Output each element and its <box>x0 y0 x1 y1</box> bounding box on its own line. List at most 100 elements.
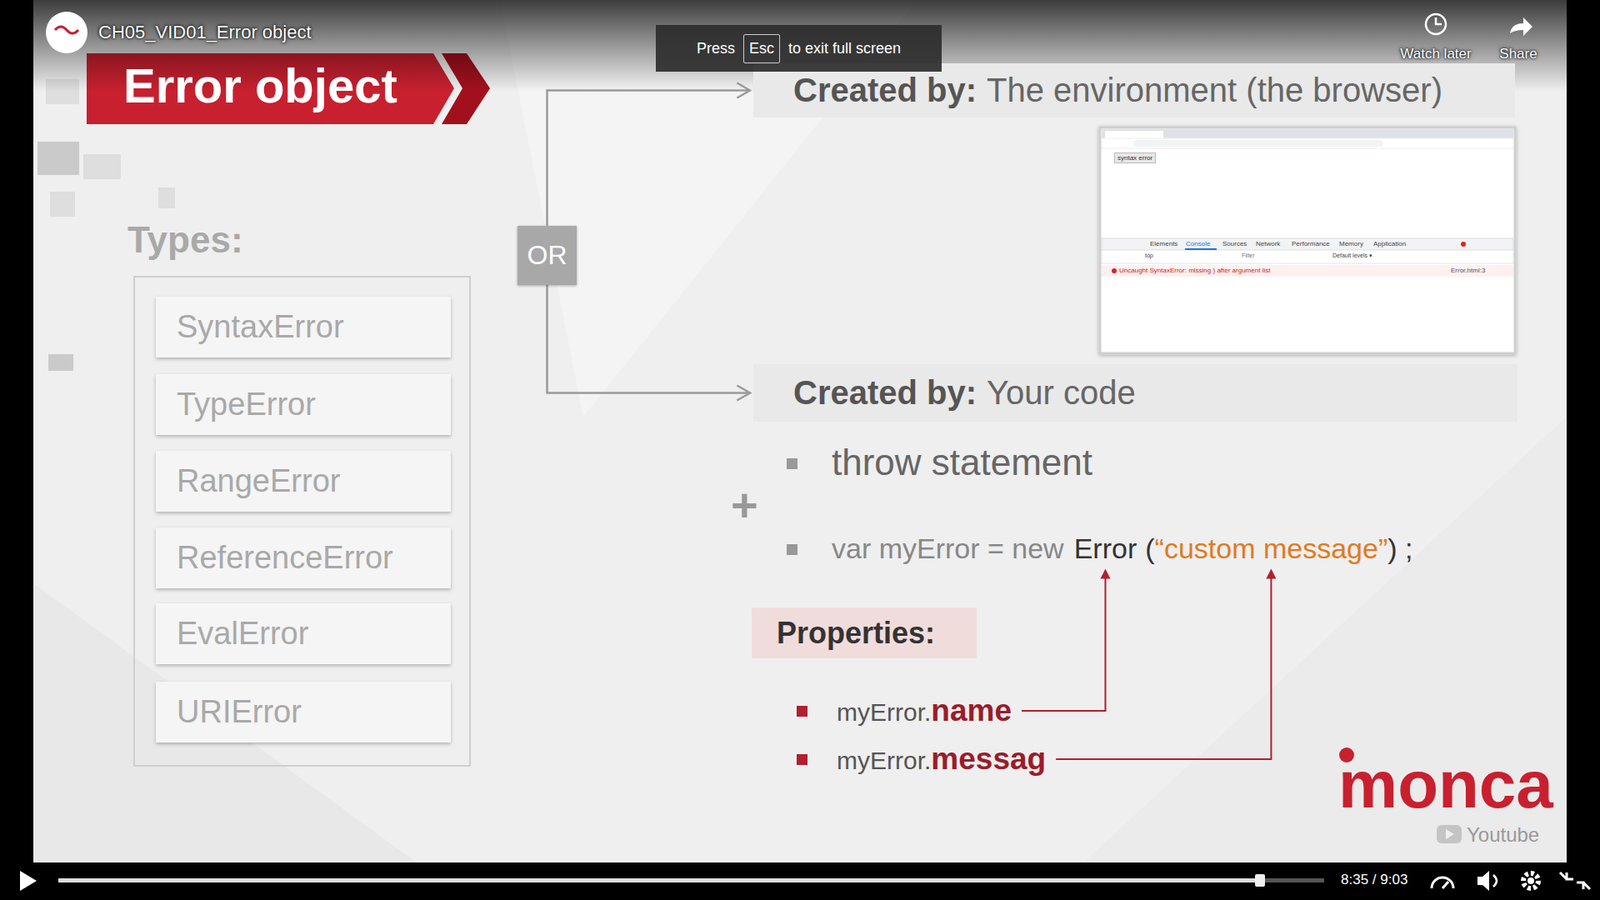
deco-rect <box>1100 127 1515 354</box>
speed-needle <box>1442 881 1449 889</box>
progress-track <box>58 878 1325 883</box>
text-label: name <box>930 693 1012 730</box>
leader-line <box>1021 577 1105 711</box>
text-label: Uncaught SyntaxError: missing ) after ar… <box>1119 266 1270 275</box>
deco-rect <box>158 187 175 209</box>
slide-title: Error object <box>123 58 398 115</box>
text-label: Error.html:3 <box>1450 266 1485 275</box>
text-label: Error <box>1074 532 1138 565</box>
text-label: Application <box>1373 240 1406 248</box>
plus-sign: + <box>730 478 759 532</box>
volume-wave <box>1493 875 1497 887</box>
text-label: Memory <box>1339 240 1364 248</box>
properties-box: Properties: <box>751 607 977 659</box>
node-text: EvalError <box>176 615 309 652</box>
text-label: myError. <box>836 698 931 728</box>
types-frame: Types:SyntaxErrorTypeErrorRangeErrorRefe… <box>133 275 471 767</box>
arrow-head <box>736 83 750 99</box>
text-label: monca <box>1338 751 1554 819</box>
or-box: OR <box>517 225 577 285</box>
node-text: to exit full screen <box>788 40 901 58</box>
volume-icon <box>1477 870 1490 891</box>
text-label: syntax error <box>1114 152 1156 164</box>
deco-rect <box>1101 265 1514 277</box>
slide-ground <box>33 0 1567 863</box>
leader-head <box>1265 569 1276 580</box>
node-text: TypeError <box>176 386 316 423</box>
progress-scrubber <box>1255 874 1265 887</box>
key-box: Esc <box>743 34 780 64</box>
avatar-mark <box>55 26 79 34</box>
node-text: ReferenceError <box>176 540 394 576</box>
deco-rect <box>50 191 75 217</box>
text-label: ( <box>1145 532 1155 565</box>
deco-circle <box>1460 241 1466 247</box>
node-text: Created by: <box>793 374 977 412</box>
code-line: myError.messag <box>836 741 1046 778</box>
code-line: myError.name <box>836 693 1012 730</box>
deco-line <box>1185 248 1217 250</box>
deco-rect <box>48 354 74 371</box>
source-band: Created by:Your code <box>753 364 1518 422</box>
connector <box>547 83 751 227</box>
text-label: throw statement <box>831 441 1093 485</box>
leader-line <box>1055 577 1271 760</box>
deco-rect <box>1101 250 1514 264</box>
text-label: “custom message” <box>1155 532 1389 565</box>
progress-played <box>58 878 1260 883</box>
text-label: var myError = new <box>831 532 1065 565</box>
node-text: Types: <box>127 219 244 261</box>
node-text: RangeError <box>176 463 340 500</box>
text-label: Performance <box>1291 240 1330 248</box>
type-box: EvalError <box>155 603 451 665</box>
text-label: Console <box>1185 240 1210 248</box>
leader-head <box>1100 569 1110 580</box>
settings-hub <box>1527 877 1535 885</box>
text-label: 8:35 / 9:03 <box>1340 871 1408 889</box>
connector-line <box>547 90 751 227</box>
node-text: SyntaxError <box>176 309 345 345</box>
type-box: RangeError <box>155 450 451 512</box>
type-box: URIError <box>155 681 451 743</box>
text-label: top <box>1145 252 1154 260</box>
bullet-square <box>796 705 808 717</box>
fullscreen-notice: PressEscto exit full screen <box>655 25 942 72</box>
youtube-play <box>1445 829 1455 840</box>
node-text: OR <box>527 240 568 271</box>
text-label: Elements <box>1150 240 1178 248</box>
type-box: TypeError <box>155 374 451 435</box>
text-label: Watch later <box>1400 45 1471 63</box>
text-label: Share <box>1499 45 1537 63</box>
speed-icon <box>1431 877 1454 889</box>
channel-avatar <box>45 11 88 54</box>
deco-rect <box>83 154 121 180</box>
deco-rect <box>37 141 80 175</box>
text-label: Sources <box>1222 240 1247 248</box>
text-label: Network <box>1255 240 1280 248</box>
node-text: Created by: <box>793 71 977 110</box>
bullet-square <box>786 458 798 470</box>
deco-rect <box>1101 129 1514 139</box>
text-label: Default levels ▾ <box>1332 252 1373 260</box>
text-label: myError. <box>836 746 931 776</box>
node-text: URIError <box>176 694 302 730</box>
play-icon <box>20 870 37 891</box>
code-line: var myError = newError(“custom message”)… <box>831 532 1413 565</box>
settings-icon <box>1523 873 1539 889</box>
text-label: Filter <box>1241 252 1255 260</box>
bullet-square <box>786 544 798 555</box>
deco-circle <box>1111 268 1117 274</box>
youtube-icon <box>1436 825 1462 844</box>
node-text: Esc <box>749 40 775 57</box>
node-text: Properties: <box>776 615 935 651</box>
deco-rect <box>1101 238 1514 250</box>
deco-shape <box>1083 416 1567 863</box>
arrow-head <box>736 385 750 401</box>
node-text: The environment (the browser) <box>986 71 1443 110</box>
connector <box>547 285 751 401</box>
clock-hands <box>1435 17 1442 25</box>
browser-screenshot <box>1100 127 1515 354</box>
deco-rect <box>1101 138 1514 149</box>
deco-rect <box>1133 140 1384 147</box>
